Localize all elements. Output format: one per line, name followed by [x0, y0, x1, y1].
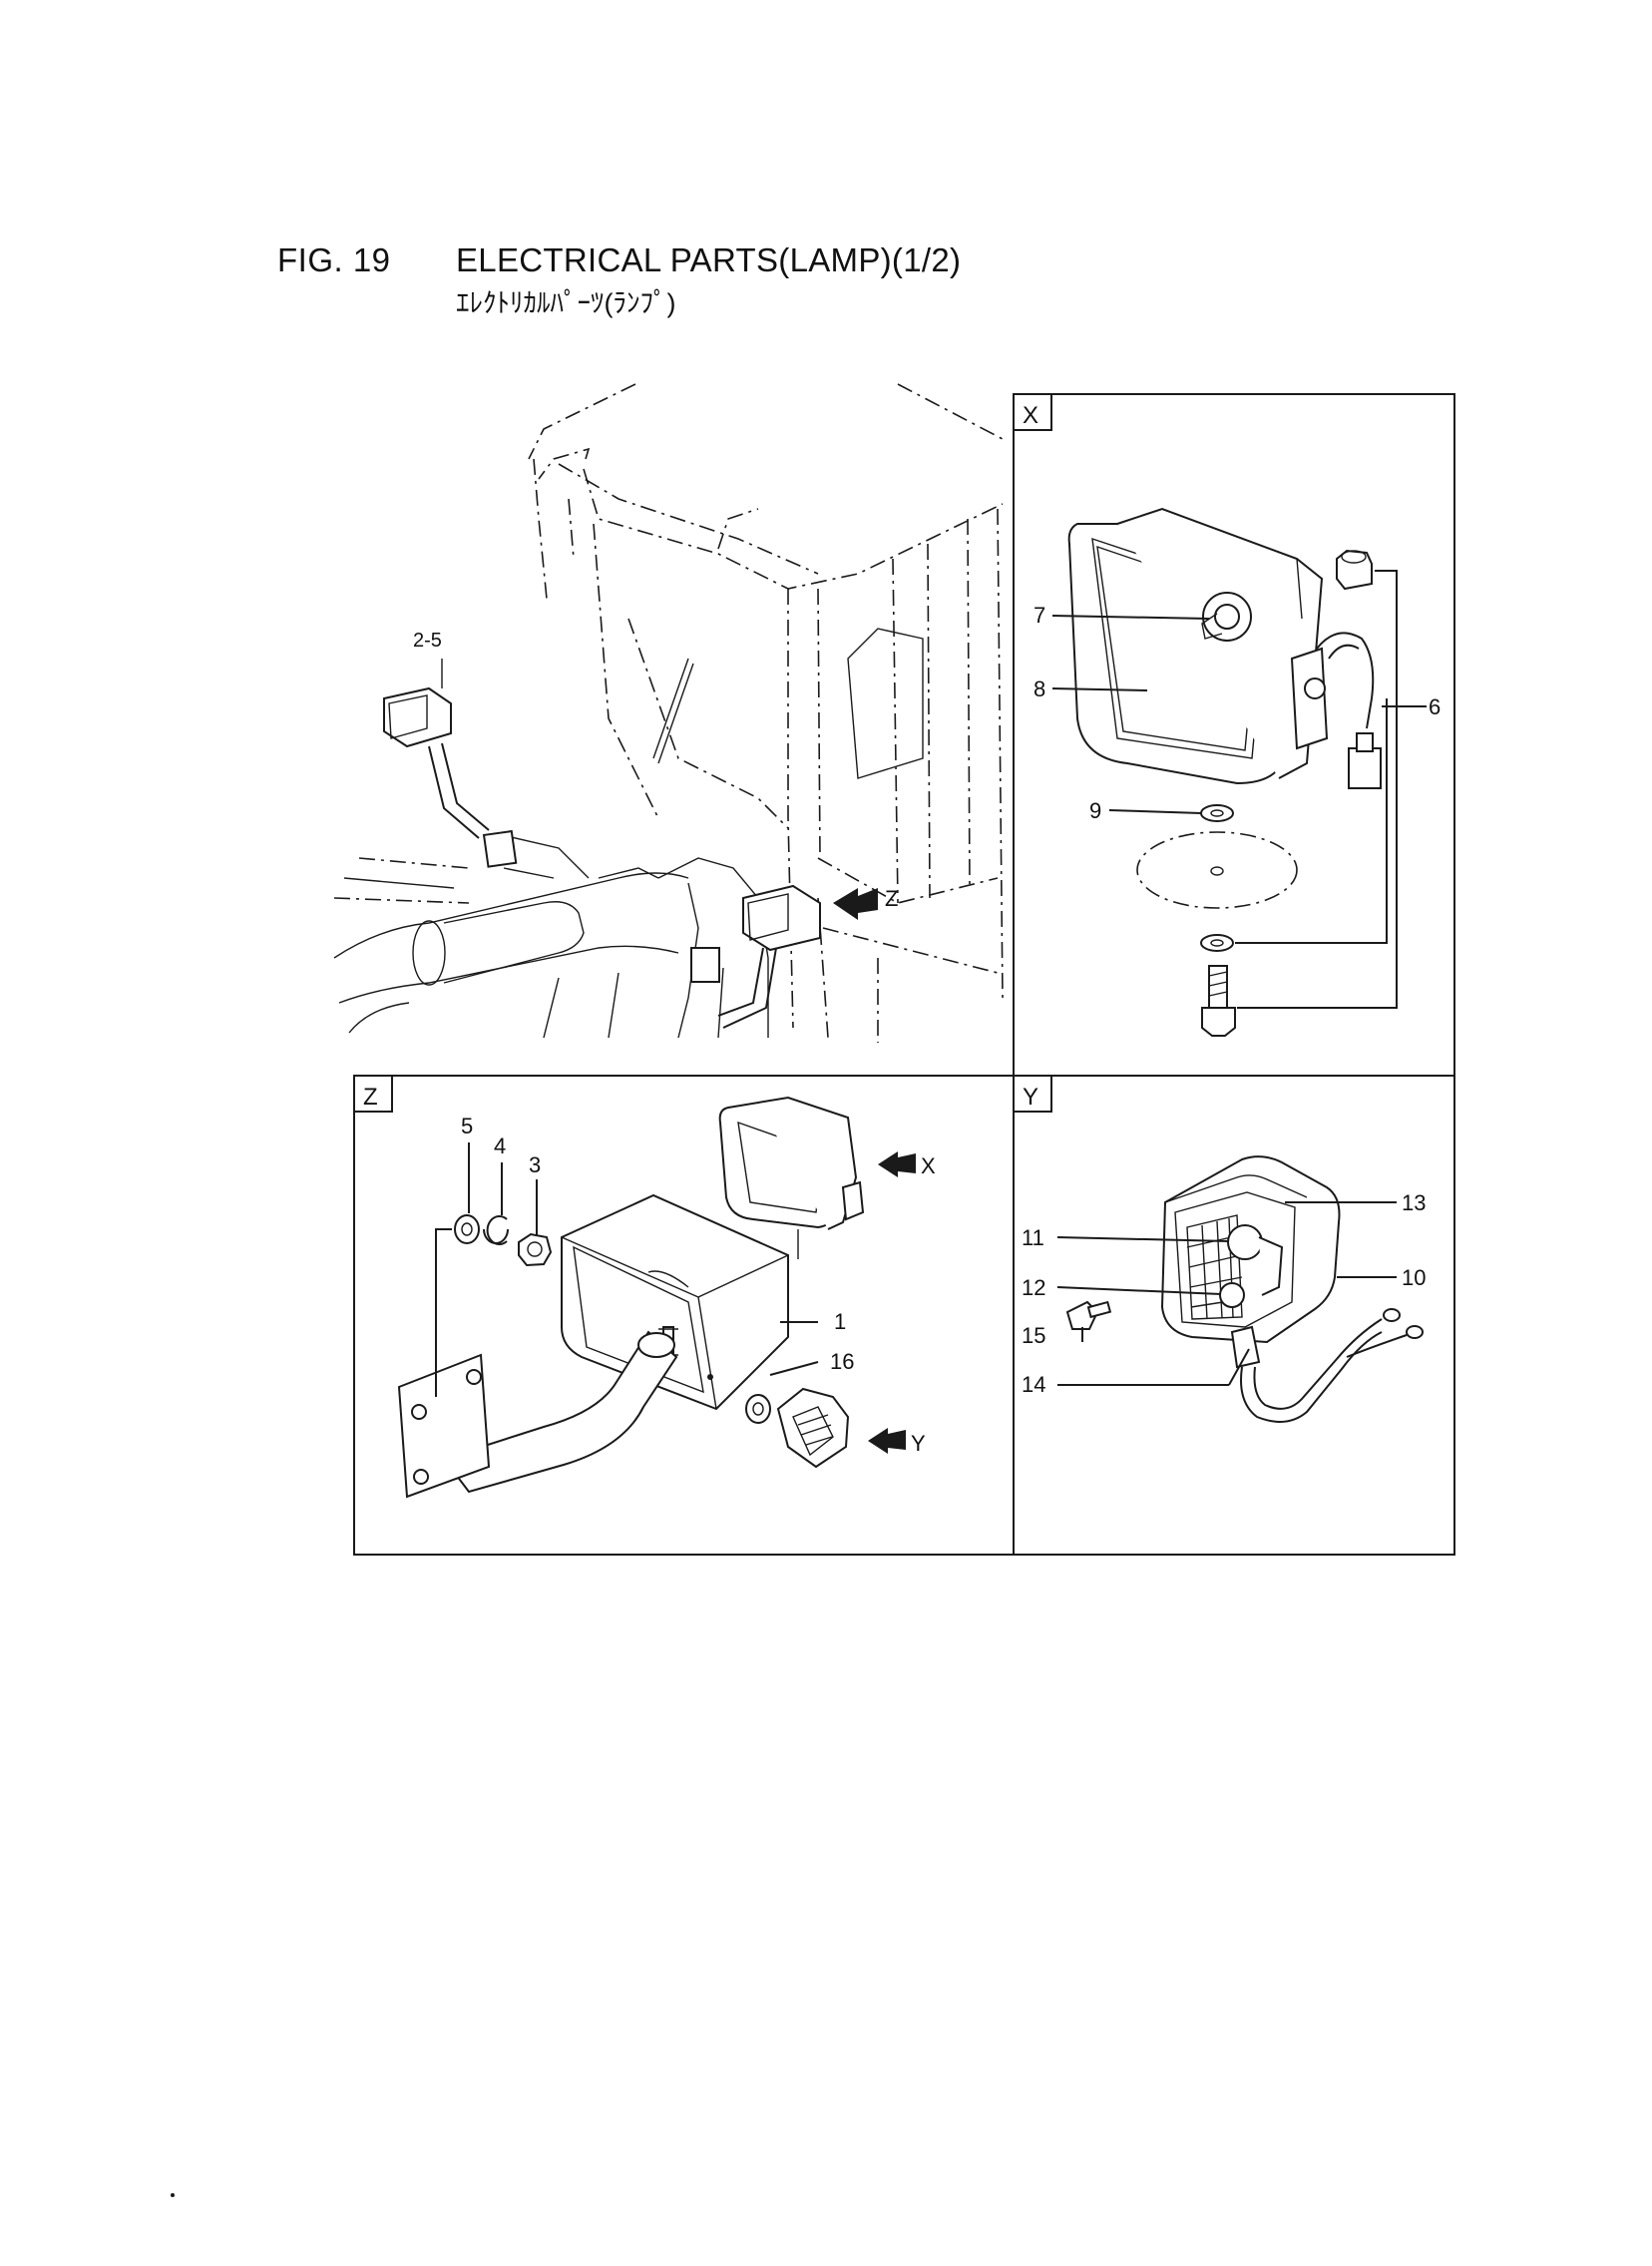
detail-y-callouts: 11 12 15 14 13 10	[1022, 1190, 1426, 1397]
callout-11: 11	[1022, 1225, 1044, 1250]
view-label-y: Y	[911, 1431, 926, 1456]
figure-title: ELECTRICAL PARTS(LAMP)(1/2)	[456, 241, 962, 278]
panel-tag-z: Z	[353, 1075, 393, 1113]
panel-tag-y: Y	[1013, 1075, 1052, 1113]
detail-x-worklamp	[1051, 507, 1427, 1037]
callout-4: 4	[494, 1133, 506, 1158]
figure-number: FIG. 19	[277, 241, 391, 278]
callout-12: 12	[1022, 1275, 1045, 1300]
view-label-x: X	[921, 1153, 936, 1178]
callout-1: 1	[834, 1309, 846, 1334]
callout-14: 14	[1022, 1372, 1045, 1397]
svg-text:X: X	[1023, 402, 1038, 429]
detail-y-sidelamp	[1056, 1155, 1424, 1423]
svg-text:Z: Z	[363, 1084, 378, 1111]
overview-cab-drawing	[333, 383, 1004, 1043]
detail-z-callouts: 5 4 3 1 16 X Y	[461, 1114, 936, 1456]
speck-mark	[171, 2193, 175, 2197]
overview-callouts: 2-5 Z	[413, 630, 898, 911]
view-label-z: Z	[885, 886, 898, 911]
callout-8: 8	[1033, 677, 1045, 701]
callout-6: 6	[1429, 694, 1441, 719]
callout-10: 10	[1402, 1265, 1426, 1290]
callout-7: 7	[1033, 603, 1045, 628]
panel-tag-x: X	[1013, 393, 1052, 431]
callout-9: 9	[1089, 798, 1101, 823]
callout-2-5: 2-5	[413, 630, 442, 652]
callout-16: 16	[830, 1349, 854, 1374]
callout-15: 15	[1022, 1323, 1045, 1348]
callout-5: 5	[461, 1114, 473, 1138]
panel-frames	[353, 393, 1455, 1556]
callout-3: 3	[529, 1152, 541, 1177]
detail-x-callouts: 6 7 8 9	[1033, 603, 1441, 823]
detail-z-guard	[397, 1096, 916, 1499]
svg-text:Y: Y	[1023, 1084, 1038, 1111]
callout-13: 13	[1402, 1190, 1426, 1215]
figure-subtitle: ｴﾚｸﾄﾘｶﾙﾊﾟｰﾂ(ﾗﾝﾌﾟ)	[456, 288, 676, 318]
